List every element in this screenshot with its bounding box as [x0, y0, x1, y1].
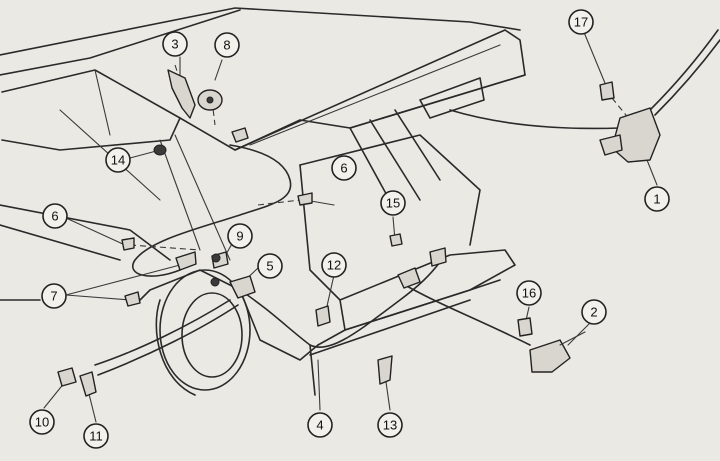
callout-17: 17 — [568, 9, 594, 35]
callout-1: 1 — [644, 186, 670, 212]
callout-1-label: 1 — [653, 192, 660, 207]
callout-5: 5 — [257, 253, 283, 279]
callout-9-label: 9 — [236, 229, 243, 244]
callout-3: 3 — [162, 31, 188, 57]
callout-17-label: 17 — [574, 15, 588, 30]
callout-16: 16 — [516, 280, 542, 306]
callout-2-label: 2 — [590, 305, 597, 320]
callout-5-label: 5 — [266, 259, 273, 274]
callout-11-label: 11 — [89, 429, 103, 444]
callout-8-label: 8 — [223, 38, 230, 53]
callout-4-label: 4 — [316, 418, 323, 433]
car-body — [0, 7, 526, 396]
callout-4: 4 — [307, 412, 333, 438]
callout-13-label: 13 — [383, 418, 397, 433]
callout-15: 15 — [380, 190, 406, 216]
callout-10: 10 — [29, 409, 55, 435]
callout-6-lower: 6 — [42, 203, 68, 229]
callout-6-lower-label: 6 — [51, 209, 58, 224]
callout-10-label: 10 — [35, 415, 49, 430]
callout-7-label: 7 — [50, 289, 57, 304]
callout-15-label: 15 — [386, 196, 400, 211]
callout-9: 9 — [227, 223, 253, 249]
callout-12-label: 12 — [327, 258, 341, 273]
callout-6-upper-label: 6 — [340, 161, 347, 176]
callout-8: 8 — [214, 32, 240, 58]
callout-2: 2 — [581, 299, 607, 325]
callout-6-upper: 6 — [331, 155, 357, 181]
parts — [57, 69, 661, 397]
callout-12: 12 — [321, 252, 347, 278]
callout-14-label: 14 — [111, 153, 125, 168]
release-cables — [94, 29, 720, 396]
callout-13: 13 — [377, 412, 403, 438]
callout-14: 14 — [105, 147, 131, 173]
callout-3-label: 3 — [171, 37, 178, 52]
callout-7: 7 — [41, 283, 67, 309]
callout-11: 11 — [83, 423, 109, 449]
callout-16-label: 16 — [522, 286, 536, 301]
